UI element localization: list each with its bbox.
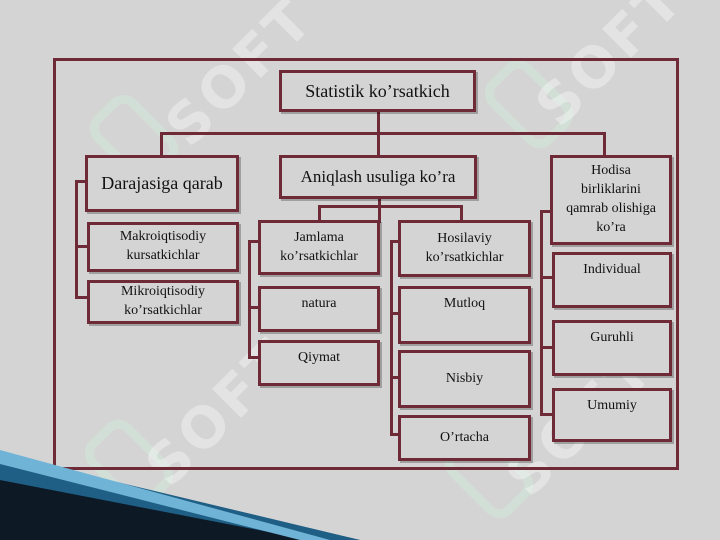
- node-label: Individual: [583, 262, 641, 277]
- connector-line: [248, 306, 260, 309]
- node-label: Hosilaviy ko’rsatkichlar: [425, 230, 504, 265]
- connector-line: [248, 356, 260, 359]
- category-hodisa: Hodisa birliklarini qamrab olishiga ko’r…: [550, 155, 672, 245]
- connector-line: [460, 205, 463, 223]
- node-label: Mikroiqtisodiy ko’rsatkichlar: [120, 284, 205, 318]
- connector-line: [318, 205, 321, 223]
- node-nisbiy: Nisbiy: [398, 350, 531, 408]
- node-label: Guruhli: [590, 330, 634, 345]
- connector-line: [248, 240, 260, 243]
- node-label: Mutloq: [443, 296, 486, 311]
- node-label: Makroiqtisodiy kursatkichlar: [119, 229, 207, 263]
- connector-line: [160, 132, 163, 157]
- connector-line: [160, 132, 606, 135]
- connector-line: [75, 296, 87, 299]
- node-jamlama: Jamlama ko’rsatkichlar: [258, 220, 380, 275]
- node-hosilaviy: Hosilaviy ko’rsatkichlar: [398, 220, 531, 277]
- connector-line: [75, 180, 87, 183]
- node-label: Umumiy: [587, 398, 637, 413]
- connector-line: [390, 240, 393, 436]
- connector-line: [377, 132, 380, 157]
- node-guruhli: Guruhli: [552, 320, 672, 376]
- connector-line: [390, 240, 400, 243]
- category-label: Darajasiga qarab: [101, 173, 223, 194]
- node-mikroiqtisodiy: Mikroiqtisodiy ko’rsatkichlar: [87, 280, 239, 324]
- node-label: Jamlama ko’rsatkichlar: [280, 229, 358, 264]
- category-label: Aniqlash usuliga ko’ra: [300, 166, 456, 186]
- connector-line: [540, 346, 552, 349]
- corner-swoosh: [0, 450, 360, 540]
- node-label: Nisbiy: [445, 370, 484, 386]
- node-label: O’rtacha: [440, 429, 489, 445]
- node-label: Qiymat: [298, 350, 340, 365]
- node-mutloq: Mutloq: [398, 286, 531, 344]
- node-natura: natura: [258, 286, 380, 332]
- root-node: Statistik ko’rsatkich: [279, 70, 476, 112]
- node-label: natura: [301, 296, 337, 311]
- connector-line: [390, 376, 400, 379]
- category-darajasiga: Darajasiga qarab: [85, 155, 239, 212]
- connector-line: [540, 210, 552, 213]
- category-aniqlash: Aniqlash usuliga ko’ra: [279, 155, 477, 199]
- connector-line: [75, 245, 87, 248]
- connector-line: [75, 180, 78, 298]
- connector-line: [540, 276, 552, 279]
- diagram-frame: [53, 58, 679, 470]
- connector-line: [318, 205, 463, 208]
- connector-line: [540, 413, 552, 416]
- root-node-label: Statistik ko’rsatkich: [305, 80, 450, 101]
- node-individual: Individual: [552, 252, 672, 308]
- connector-line: [540, 210, 543, 416]
- connector-line: [390, 433, 400, 436]
- node-ortacha: O’rtacha: [398, 415, 531, 461]
- node-umumiy: Umumiy: [552, 388, 672, 442]
- connector-line: [248, 240, 251, 358]
- node-makroiqtisodiy: Makroiqtisodiy kursatkichlar: [87, 222, 239, 272]
- node-qiymat: Qiymat: [258, 340, 380, 386]
- category-label: Hodisa birliklarini qamrab olishiga ko’r…: [566, 163, 656, 235]
- connector-line: [390, 312, 400, 315]
- connector-line: [378, 197, 381, 223]
- connector-line: [377, 110, 380, 134]
- connector-line: [603, 132, 606, 157]
